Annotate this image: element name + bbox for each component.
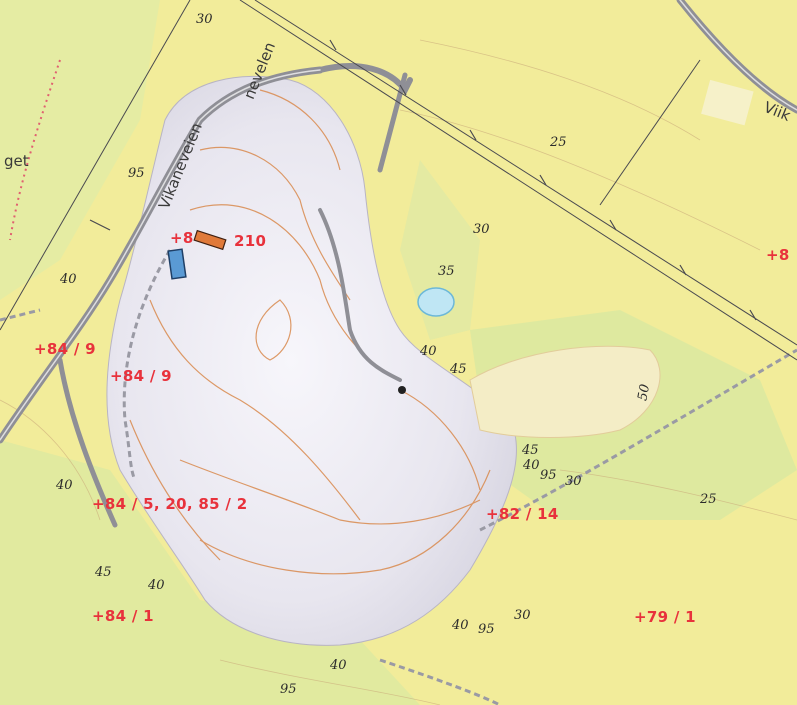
contour-label: 40 <box>523 458 540 473</box>
contour-label: 95 <box>280 682 297 697</box>
contour-label: 40 <box>330 658 347 673</box>
contour-lines <box>129 89 491 575</box>
pond <box>417 287 455 317</box>
property-label: +84 / 1 <box>92 607 154 625</box>
property-label: +79 / 1 <box>634 608 696 626</box>
building-orange <box>193 229 227 251</box>
inner-track <box>318 208 402 382</box>
contour-label: 25 <box>550 135 567 150</box>
property-label: +8 <box>170 229 194 247</box>
building-blue <box>167 248 187 280</box>
contour-label: 50 <box>635 383 654 402</box>
road-sw <box>57 357 118 528</box>
contour-label: 95 <box>478 622 495 637</box>
boundary-lines <box>0 0 797 361</box>
field-contours <box>0 39 797 705</box>
property-label: 210 <box>234 232 267 250</box>
contour-label: 45 <box>522 443 539 458</box>
contour-label: 45 <box>450 362 467 377</box>
contour-label: 40 <box>60 272 77 287</box>
dashed-paths <box>0 249 797 705</box>
contour-label: 45 <box>95 565 112 580</box>
marker-black <box>398 386 406 394</box>
contour-label: 35 <box>438 264 455 279</box>
property-label: +84 / 5, 20, 85 / 2 <box>92 495 248 513</box>
contour-label: 40 <box>420 344 437 359</box>
property-label: +8 <box>766 246 790 264</box>
contour-label: 30 <box>514 608 531 623</box>
contour-label: 40 <box>148 578 165 593</box>
road-spur <box>377 72 408 173</box>
contour-label: 30 <box>196 12 213 27</box>
contour-label: 95 <box>540 468 557 483</box>
road-label-get: get <box>4 152 29 170</box>
sand-area-east <box>469 345 661 438</box>
property-label: +84 / 9 <box>110 367 172 385</box>
meadow-area-west <box>0 0 160 300</box>
boundary-ticks <box>89 39 757 321</box>
quarry-area <box>106 75 517 646</box>
contour-label: 40 <box>452 618 469 633</box>
contour-label: 30 <box>473 222 490 237</box>
contour-label: 40 <box>56 478 73 493</box>
property-label: +82 / 14 <box>486 505 559 523</box>
property-label: +84 / 9 <box>34 340 96 358</box>
contour-label: 25 <box>700 492 717 507</box>
contour-label: 95 <box>128 166 145 181</box>
contour-label: 30 <box>565 474 582 489</box>
road-north <box>317 63 413 96</box>
